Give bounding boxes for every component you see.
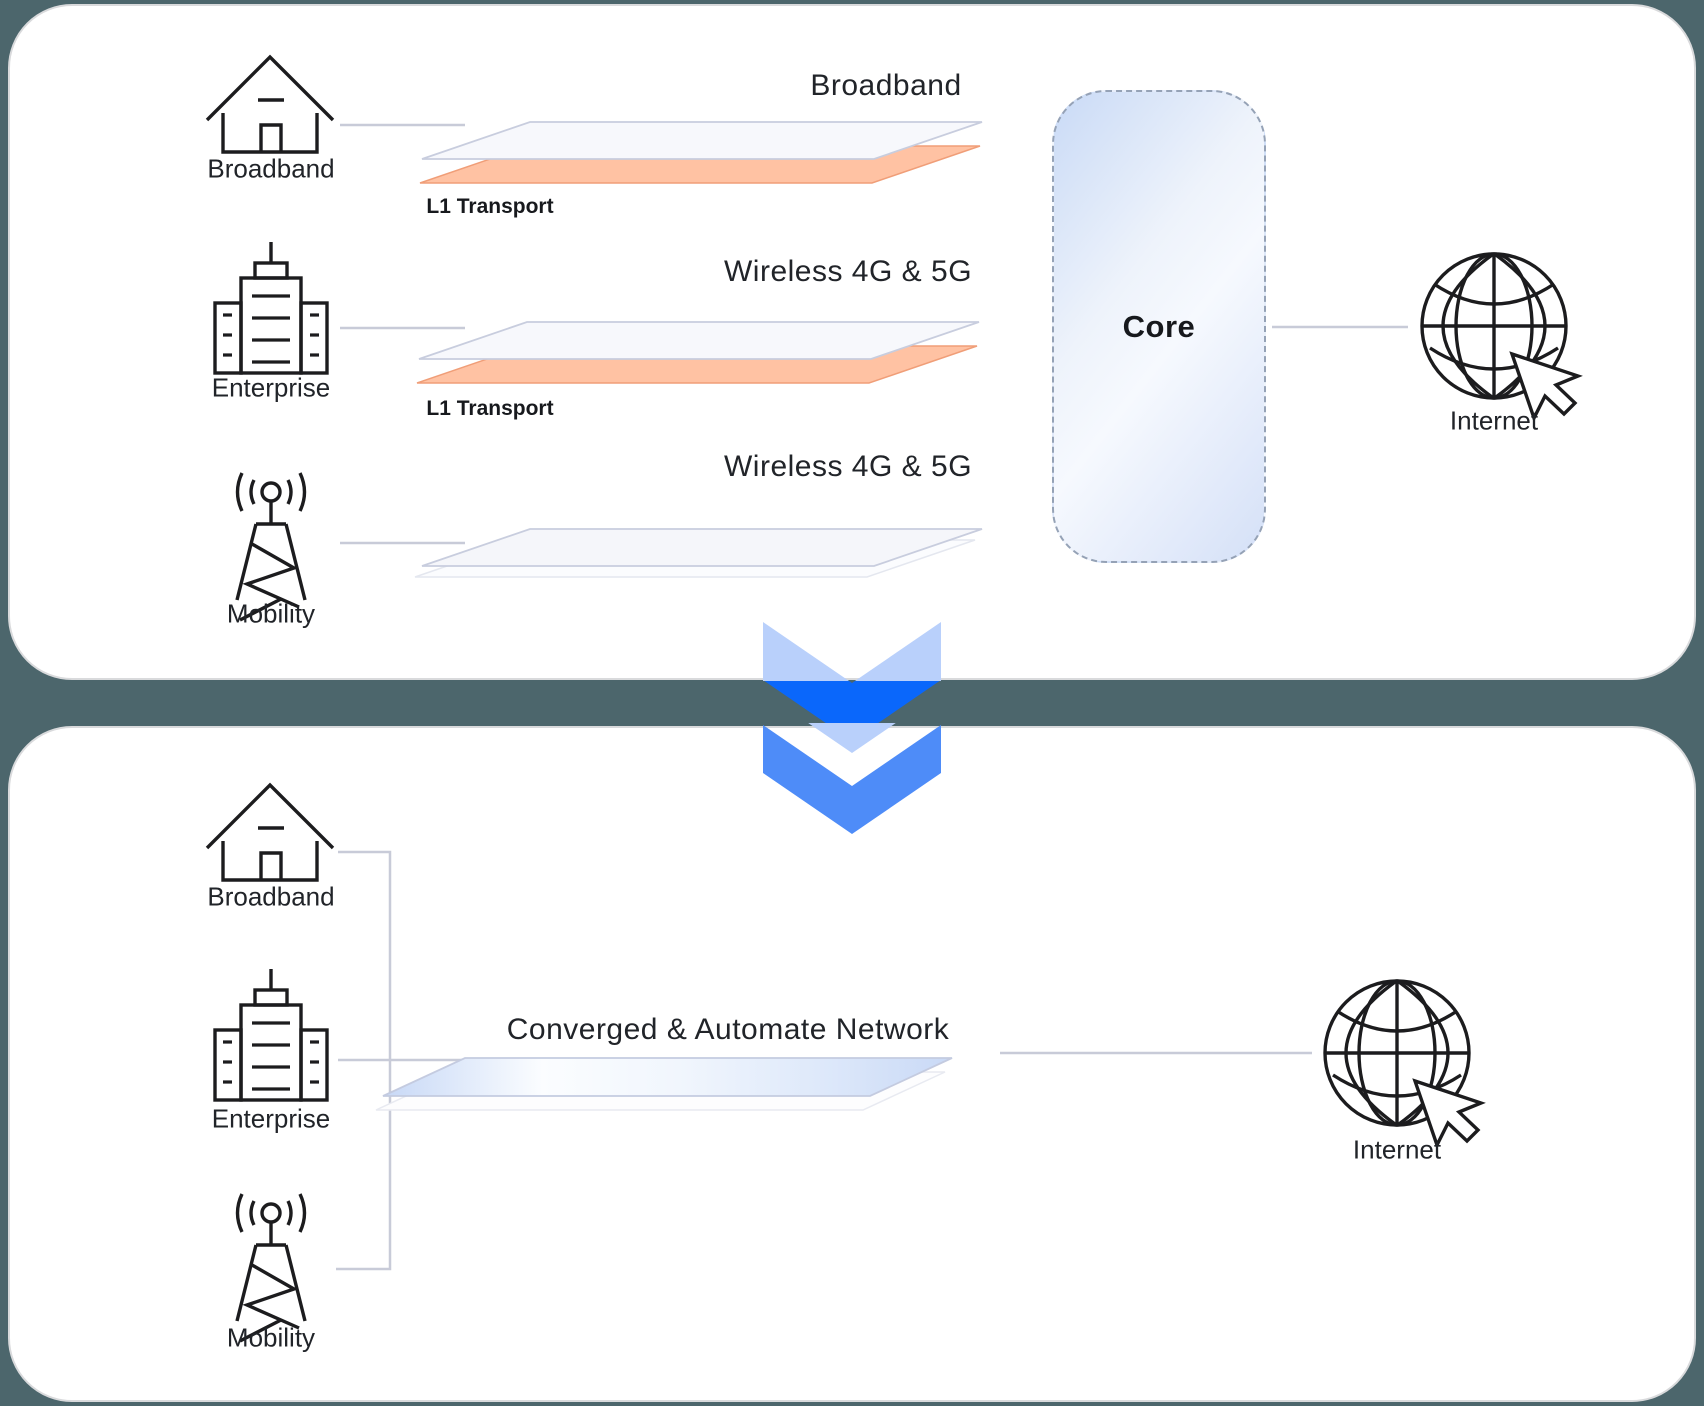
house-icon bbox=[205, 54, 335, 154]
source-label-enterprise-bottom: Enterprise bbox=[211, 1103, 331, 1134]
house-icon-bottom bbox=[205, 782, 335, 882]
broadband-plane bbox=[421, 121, 983, 160]
cursor-icon bbox=[1509, 351, 1583, 423]
building-icon-bottom bbox=[213, 969, 329, 1102]
building-icon bbox=[213, 242, 329, 375]
converged-plane bbox=[382, 1057, 953, 1097]
internet-label-bottom: Internet bbox=[1352, 1134, 1442, 1165]
internet-globe-icon-top bbox=[1420, 252, 1583, 423]
core-box: Core bbox=[1052, 90, 1266, 563]
broadband-plane-stack bbox=[419, 121, 983, 184]
layer-title-wireless-2: Wireless 4G & 5G bbox=[723, 450, 973, 483]
top-connectors bbox=[340, 123, 1408, 545]
transformation-arrow bbox=[763, 622, 941, 834]
l1-transport-label-1: L1 Transport bbox=[426, 195, 554, 218]
source-label-broadband: Broadband bbox=[207, 153, 335, 184]
chevron-medium bbox=[763, 725, 941, 834]
l1-transport-label-2: L1 Transport bbox=[426, 397, 554, 420]
wireless-plane-stack-1 bbox=[416, 321, 980, 384]
layer-title-broadband: Broadband bbox=[810, 69, 962, 102]
bottom-connectors bbox=[336, 850, 1312, 1271]
source-label-broadband-bottom: Broadband bbox=[207, 881, 335, 912]
internet-label-top: Internet bbox=[1449, 405, 1539, 436]
layer-title-wireless-1: Wireless 4G & 5G bbox=[723, 255, 973, 288]
radio-tower-icon bbox=[235, 472, 307, 622]
source-label-mobility-bottom: Mobility bbox=[226, 1322, 316, 1353]
radio-tower-icon-bottom bbox=[235, 1193, 307, 1343]
converged-network-title: Converged & Automate Network bbox=[506, 1013, 950, 1046]
source-label-enterprise: Enterprise bbox=[211, 372, 331, 403]
cursor-icon-bottom bbox=[1412, 1078, 1486, 1150]
core-label: Core bbox=[1122, 308, 1196, 344]
internet-globe-icon-bottom bbox=[1323, 979, 1486, 1150]
converged-plane-stack bbox=[375, 1057, 953, 1111]
wireless-plane-2 bbox=[421, 528, 983, 567]
source-label-mobility: Mobility bbox=[226, 598, 316, 629]
wireless-plane-1 bbox=[418, 321, 980, 360]
wireless-plane-stack-2 bbox=[414, 528, 983, 578]
chevron-bright bbox=[764, 681, 940, 723]
